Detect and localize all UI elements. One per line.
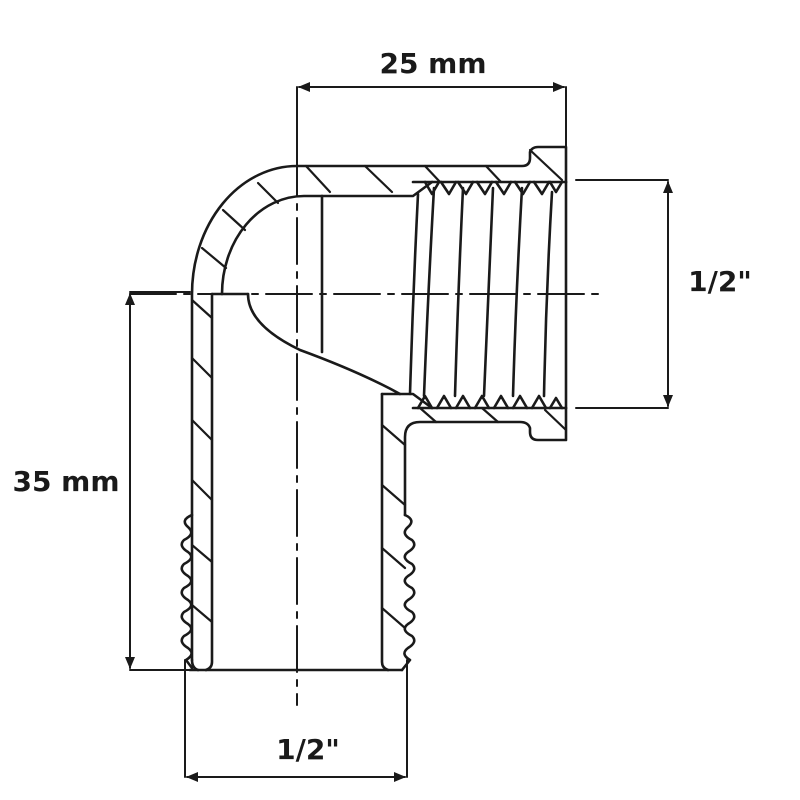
section-hatching bbox=[190, 148, 568, 630]
inner-bore-outline bbox=[204, 180, 434, 672]
dimension-lines bbox=[125, 82, 673, 782]
center-lines bbox=[129, 149, 606, 706]
dimension-label-top-length: 25 mm bbox=[379, 47, 487, 80]
dimension-label-right-thread: 1/2" bbox=[688, 265, 752, 298]
dimension-label-bottom-thread: 1/2" bbox=[276, 733, 340, 766]
dimension-label-left-length: 35 mm bbox=[12, 465, 120, 498]
